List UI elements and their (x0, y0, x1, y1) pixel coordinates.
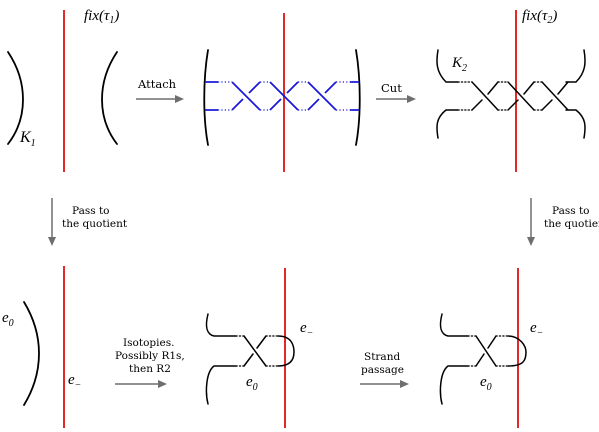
k1-right-arc (101, 51, 118, 145)
e-minus-label: e− (300, 320, 313, 339)
quotient-arc (23, 301, 40, 406)
e-minus-label: e− (530, 320, 543, 339)
fix-tau2-label: fix(τ2) (522, 8, 557, 26)
pass-label-line2: the quotient (62, 218, 128, 230)
strand-passage-line1: Strand (364, 351, 400, 363)
attach-arrow: Attach (136, 77, 184, 103)
k1-label: K1 (19, 129, 36, 149)
pass-to-quotient-right-arrow: Pass to the quotient (527, 198, 599, 246)
e0-label: e0 (2, 310, 14, 329)
isotopies-line1: Isotopies. (123, 337, 174, 349)
panel-quotient-left: e0 e− (2, 266, 81, 428)
panel-quotient-right: e− e0 (439, 268, 543, 428)
e0-label: e0 (246, 374, 258, 393)
panel-quotient-middle: e− e0 (205, 268, 313, 428)
pass-label-line1: Pass to (552, 205, 590, 217)
left-strand (203, 49, 209, 146)
pass-label-line1: Pass to (72, 205, 110, 217)
isotopies-arrow: Isotopies. Possibly R1s, then R2 (115, 337, 185, 388)
pass-label-line2: the quotient (544, 218, 599, 230)
panel-k1: fix(τ1) K1 (7, 8, 119, 172)
e0-label: e0 (480, 374, 492, 393)
cut-label: Cut (381, 81, 402, 95)
isotopies-line2: Possibly R1s, (115, 350, 185, 362)
k1-left-arc (7, 51, 24, 145)
strand-passage-arrow: Strand passage (360, 351, 409, 388)
right-strand (355, 49, 361, 146)
attach-label: Attach (137, 77, 177, 91)
isotopies-line3: then R2 (129, 363, 171, 375)
panel-attached-band (203, 13, 361, 172)
e-minus-label: e− (68, 372, 81, 391)
strand-passage-line2: passage (361, 364, 404, 376)
cut-arrow: Cut (376, 81, 416, 103)
k2-label: K2 (451, 55, 467, 74)
fix-tau1-label: fix(τ1) (84, 8, 119, 26)
pass-to-quotient-left-arrow: Pass to the quotient (48, 198, 128, 246)
panel-k2: fix(τ2) K2 (436, 8, 586, 172)
